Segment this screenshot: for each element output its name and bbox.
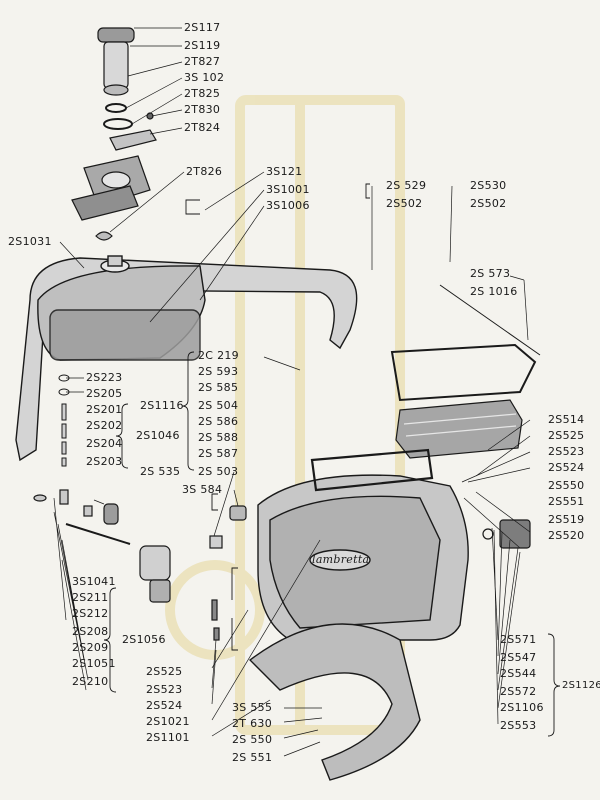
label-2T630: 2T 630: [232, 717, 273, 730]
label-2S1016: 2S 1016: [470, 285, 518, 298]
label-2S587: 2S 587: [198, 447, 239, 460]
label-2S547: 2S547: [500, 651, 537, 664]
label-2S205: 2S205: [86, 387, 123, 400]
label-2S502-b: 2S502: [470, 197, 507, 210]
label-2S573: 2S 573: [470, 267, 511, 280]
label-2S514: 2S514: [548, 413, 585, 426]
label-2S519: 2S519: [548, 513, 585, 526]
label-2T824: 2T824: [184, 121, 221, 134]
label-2S1021: 2S1021: [146, 715, 190, 728]
label-2C219: 2C 219: [198, 349, 239, 362]
fuel-cap-assembly: [71, 27, 157, 241]
rear-body-cowl: [257, 448, 469, 641]
carburettor-parts: [33, 489, 531, 641]
label-2S1051: 2S1051: [72, 657, 116, 670]
label-2S544: 2S544: [500, 667, 537, 680]
label-2S502-a: 2S502: [386, 197, 423, 210]
label-2S212: 2S212: [72, 607, 109, 620]
label-3S121: 3S121: [266, 165, 303, 178]
label-2S209: 2S209: [72, 641, 109, 654]
label-2S504: 2S 504: [198, 399, 239, 412]
toolbox-lid: [395, 399, 523, 459]
label-2S585: 2S 585: [198, 381, 239, 394]
label-2S586: 2S 586: [198, 415, 239, 428]
label-2S210: 2S210: [72, 675, 109, 688]
label-2T827: 2T827: [184, 55, 221, 68]
group-label-2S1126: 2S1126: [562, 680, 600, 691]
label-2S588: 2S 588: [198, 431, 239, 444]
label-3S1006: 3S1006: [266, 199, 310, 212]
label-3S584: 3S 584: [182, 483, 223, 496]
label-2S550-b: 2S 550: [232, 733, 273, 746]
group-label-2S1046: 2S1046: [136, 429, 180, 442]
label-2S520: 2S520: [548, 529, 585, 542]
label-2S202: 2S202: [86, 419, 123, 432]
label-2S535: 2S 535: [140, 465, 181, 478]
tank-emblem: lambretta: [312, 553, 370, 566]
label-2S119: 2S119: [184, 39, 221, 52]
label-2S208: 2S208: [72, 625, 109, 638]
rear-mudguard: [248, 623, 421, 781]
label-2S524-b: 2S524: [146, 699, 183, 712]
label-3S1001: 3S1001: [266, 183, 310, 196]
label-2S529: 2S 529: [386, 179, 427, 192]
leader-lines: [53, 27, 531, 757]
label-2S524-a: 2S524: [548, 461, 585, 474]
label-2S525-b: 2S525: [146, 665, 183, 678]
label-2S1101: 2S1101: [146, 731, 190, 744]
label-2S211: 2S211: [72, 591, 109, 604]
label-2S571: 2S571: [500, 633, 537, 646]
label-2S223: 2S223: [86, 371, 123, 384]
label-2S553: 2S553: [500, 719, 537, 732]
label-2S1106: 2S1106: [500, 701, 544, 714]
label-2S525-a: 2S525: [548, 429, 585, 442]
label-2S593: 2S 593: [198, 365, 239, 378]
luggage-rack: [390, 284, 541, 402]
label-2S201: 2S201: [86, 403, 123, 416]
label-2S523-b: 2S523: [146, 683, 183, 696]
label-2S503: 2S 503: [198, 465, 239, 478]
group-brackets: [103, 183, 561, 737]
label-3S102: 3S 102: [184, 71, 225, 84]
label-2S530: 2S530: [470, 179, 507, 192]
label-2T830: 2T830: [184, 103, 221, 116]
label-2S117: 2S117: [184, 21, 221, 34]
label-2S1031: 2S1031: [8, 235, 52, 248]
group-label-2S1116: 2S1116: [140, 399, 184, 412]
label-3S555: 3S 555: [232, 701, 273, 714]
group-label-2S1056: 2S1056: [122, 633, 166, 646]
label-2S551-a: 2S551: [548, 495, 585, 508]
label-2S550-a: 2S550: [548, 479, 585, 492]
label-2S523-a: 2S523: [548, 445, 585, 458]
label-2T826: 2T826: [186, 165, 223, 178]
label-2S551-b: 2S 551: [232, 751, 273, 764]
label-3S1041: 3S1041: [72, 575, 116, 588]
frame-tank-bar: [15, 255, 358, 462]
label-2S572: 2S572: [500, 685, 537, 698]
fork-hardware: [58, 374, 70, 467]
label-2S204: 2S204: [86, 437, 123, 450]
label-2S203: 2S203: [86, 455, 123, 468]
label-2T825: 2T825: [184, 87, 221, 100]
